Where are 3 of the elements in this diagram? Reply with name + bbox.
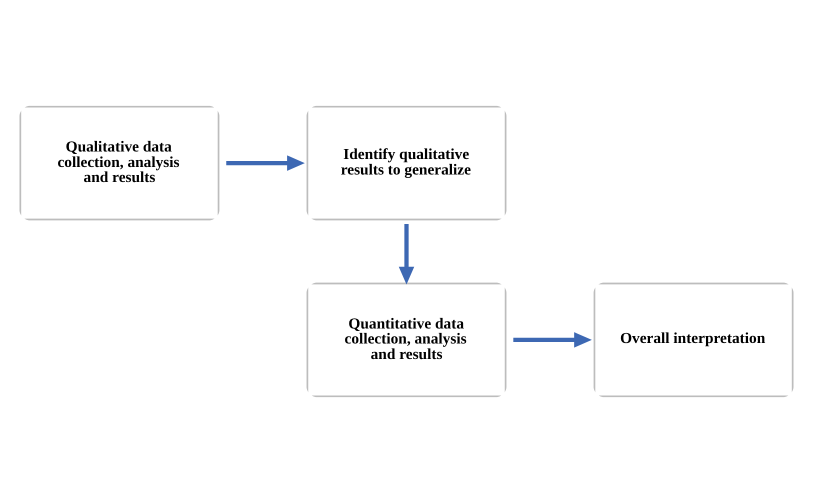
arrow [513, 332, 592, 348]
arrow [398, 224, 414, 284]
arrow [226, 155, 305, 171]
